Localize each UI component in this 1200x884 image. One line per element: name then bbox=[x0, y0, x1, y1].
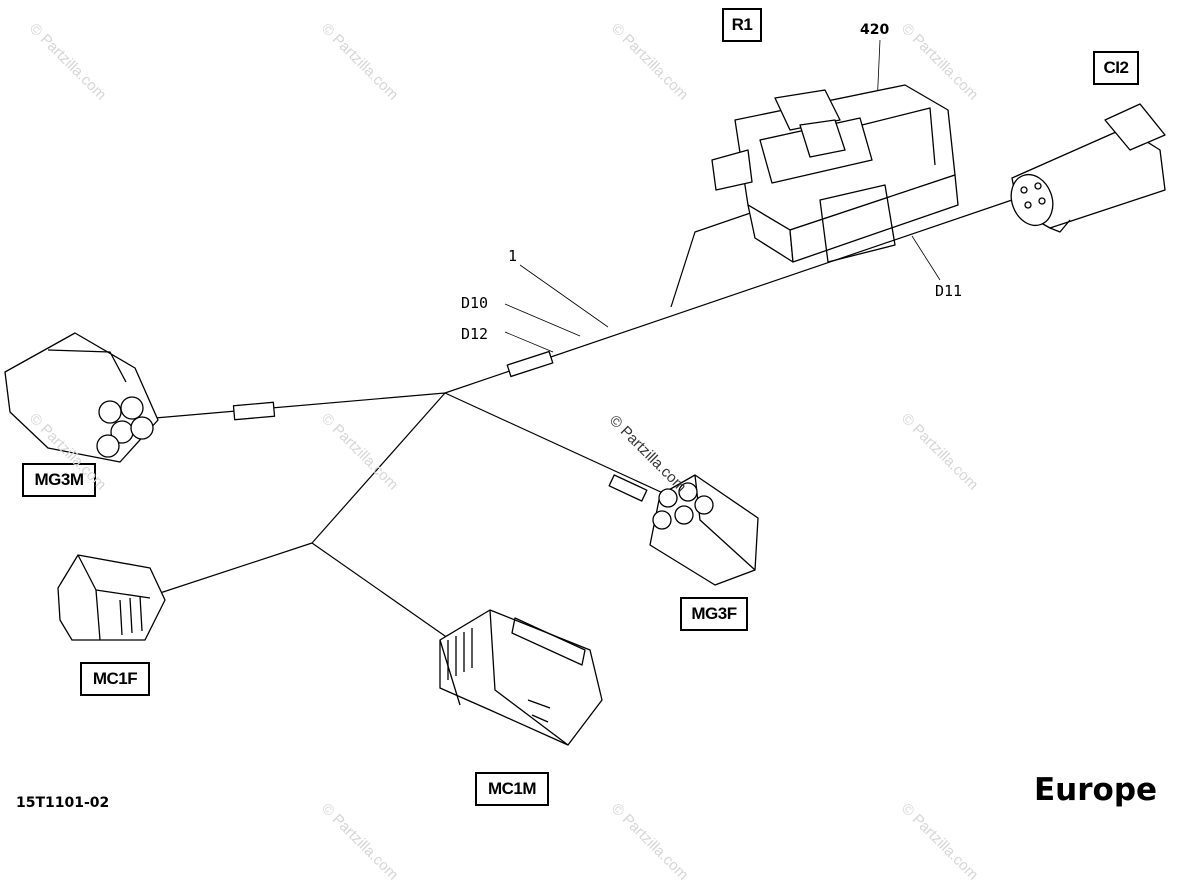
mg3m-label: MG3M bbox=[22, 463, 96, 497]
d12-callout: D12 bbox=[461, 325, 489, 343]
mc1f-face-edge bbox=[95, 589, 101, 641]
wire-sleeves bbox=[232, 350, 648, 502]
mg3m-cavity-1 bbox=[98, 400, 122, 424]
d11-leader bbox=[911, 235, 941, 281]
mg3f-cavity-4 bbox=[674, 505, 694, 525]
mg3f-connector bbox=[649, 474, 759, 586]
mg3m-cavity-4 bbox=[130, 416, 154, 440]
d12-sleeve bbox=[506, 350, 554, 378]
mc1m-label: MC1M bbox=[475, 772, 549, 806]
mg3m-cavity-5 bbox=[96, 434, 120, 458]
r1-branch-wire bbox=[670, 207, 766, 308]
diagram-id: 15T1101-02 bbox=[16, 795, 110, 811]
mg3f-cavity-5 bbox=[694, 495, 714, 515]
mc1f-label: MC1F bbox=[80, 662, 150, 696]
ci2-pin-2 bbox=[1034, 182, 1042, 190]
ci2-connector bbox=[1010, 103, 1166, 233]
mg3f-cavity-3 bbox=[652, 510, 672, 530]
mg3f-cavity-2 bbox=[678, 482, 698, 502]
harness-drawing bbox=[4, 39, 1166, 746]
mg3m-cavity-2 bbox=[120, 396, 144, 420]
mc1m-keys bbox=[527, 699, 551, 723]
mc1f-pin-slots bbox=[119, 595, 143, 636]
mg3f-branch-wire bbox=[444, 392, 664, 494]
part-1-leader bbox=[519, 264, 609, 328]
mg3m-top-edge bbox=[47, 349, 127, 383]
ci2-tab bbox=[1049, 219, 1071, 233]
mc1m-pin-slots bbox=[447, 628, 473, 680]
r1-rib bbox=[861, 107, 936, 166]
ci2-pin-1 bbox=[1020, 186, 1028, 194]
mg3f-cavity-1 bbox=[658, 488, 678, 508]
d12-leader bbox=[504, 331, 554, 353]
mc1m-latch bbox=[511, 617, 586, 666]
part-420-callout: 420 bbox=[860, 22, 890, 38]
part-1-callout: 1 bbox=[508, 247, 518, 265]
d10-callout: D10 bbox=[461, 294, 489, 312]
r1-side-latch bbox=[711, 149, 753, 191]
d10-leader bbox=[504, 303, 581, 337]
lower-trunk-wire bbox=[311, 392, 446, 544]
r1-bracket bbox=[819, 184, 896, 263]
mc1m-edges bbox=[439, 609, 569, 746]
d11-callout: D11 bbox=[935, 282, 963, 300]
ci2-latch bbox=[1104, 103, 1166, 151]
ci2-label: CI2 bbox=[1093, 51, 1139, 85]
mg3m-sleeve bbox=[232, 401, 276, 421]
r1-top-tab bbox=[774, 89, 841, 131]
r1-body-front-face bbox=[789, 174, 959, 263]
mg3m-branch-wire bbox=[154, 392, 446, 419]
mg3f-sleeve bbox=[608, 474, 648, 502]
mg3m-connector bbox=[4, 332, 159, 463]
mc1f-connector bbox=[57, 554, 166, 641]
r1-label: R1 bbox=[722, 8, 762, 42]
wiring-harness-diagram: R1 CI2 MG3M MG3F MC1F MC1M 420 1 D10 D12… bbox=[4, 8, 1166, 883]
ci2-pin-3 bbox=[1024, 201, 1032, 209]
callout-leaders bbox=[504, 39, 941, 353]
mc1m-branch-wire bbox=[311, 542, 456, 644]
mc1f-body bbox=[57, 554, 166, 641]
r1-relay-connector bbox=[711, 84, 959, 263]
region-label: Europe bbox=[1034, 772, 1158, 808]
harness-wires bbox=[154, 199, 1013, 644]
r1-clip bbox=[799, 119, 846, 158]
mc1m-connector bbox=[439, 609, 603, 746]
mc1m-body bbox=[439, 609, 603, 746]
ci2-pin-4 bbox=[1038, 197, 1046, 205]
mg3f-label: MG3F bbox=[680, 597, 748, 631]
mc1f-branch-wire bbox=[159, 542, 313, 594]
